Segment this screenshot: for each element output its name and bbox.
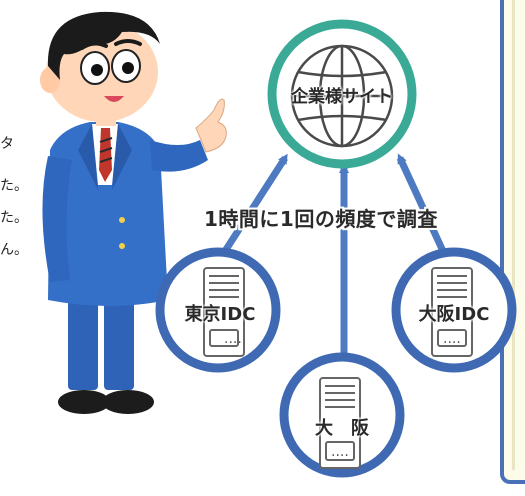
monitor-arrows	[215, 153, 452, 354]
osaka-idc-label: 大阪IDC	[418, 304, 490, 325]
text-fragment-1: タ	[0, 136, 14, 152]
osaka-idc-node: ....	[391, 247, 517, 373]
target-site-node	[267, 19, 417, 169]
arrow-osaka	[396, 153, 452, 264]
tokyo-idc-node: ....	[155, 247, 281, 373]
frequency-label: 1時間に1回の頻度で調査	[204, 207, 438, 231]
server-icon	[203, 267, 245, 357]
globe-icon	[290, 44, 394, 148]
target-site-label: 企業様サイト	[291, 87, 393, 107]
server-icon	[431, 267, 473, 357]
arrow-tokyo	[215, 153, 288, 264]
svg-text:....: ....	[443, 331, 461, 347]
server-icon	[319, 377, 361, 469]
osaka-bottom-label: 大 阪	[315, 418, 369, 439]
svg-text:....: ....	[331, 444, 349, 460]
svg-text:....: ....	[224, 331, 242, 347]
osaka-bottom-node: ....	[279, 352, 405, 478]
businessman-illustration	[40, 11, 227, 414]
text-fragment-2: た。	[0, 178, 28, 194]
text-fragment-4: ん。	[0, 242, 28, 258]
right-panel-rule	[512, 0, 515, 470]
tokyo-idc-label: 東京IDC	[184, 304, 256, 325]
text-fragment-3: た。	[0, 210, 28, 226]
